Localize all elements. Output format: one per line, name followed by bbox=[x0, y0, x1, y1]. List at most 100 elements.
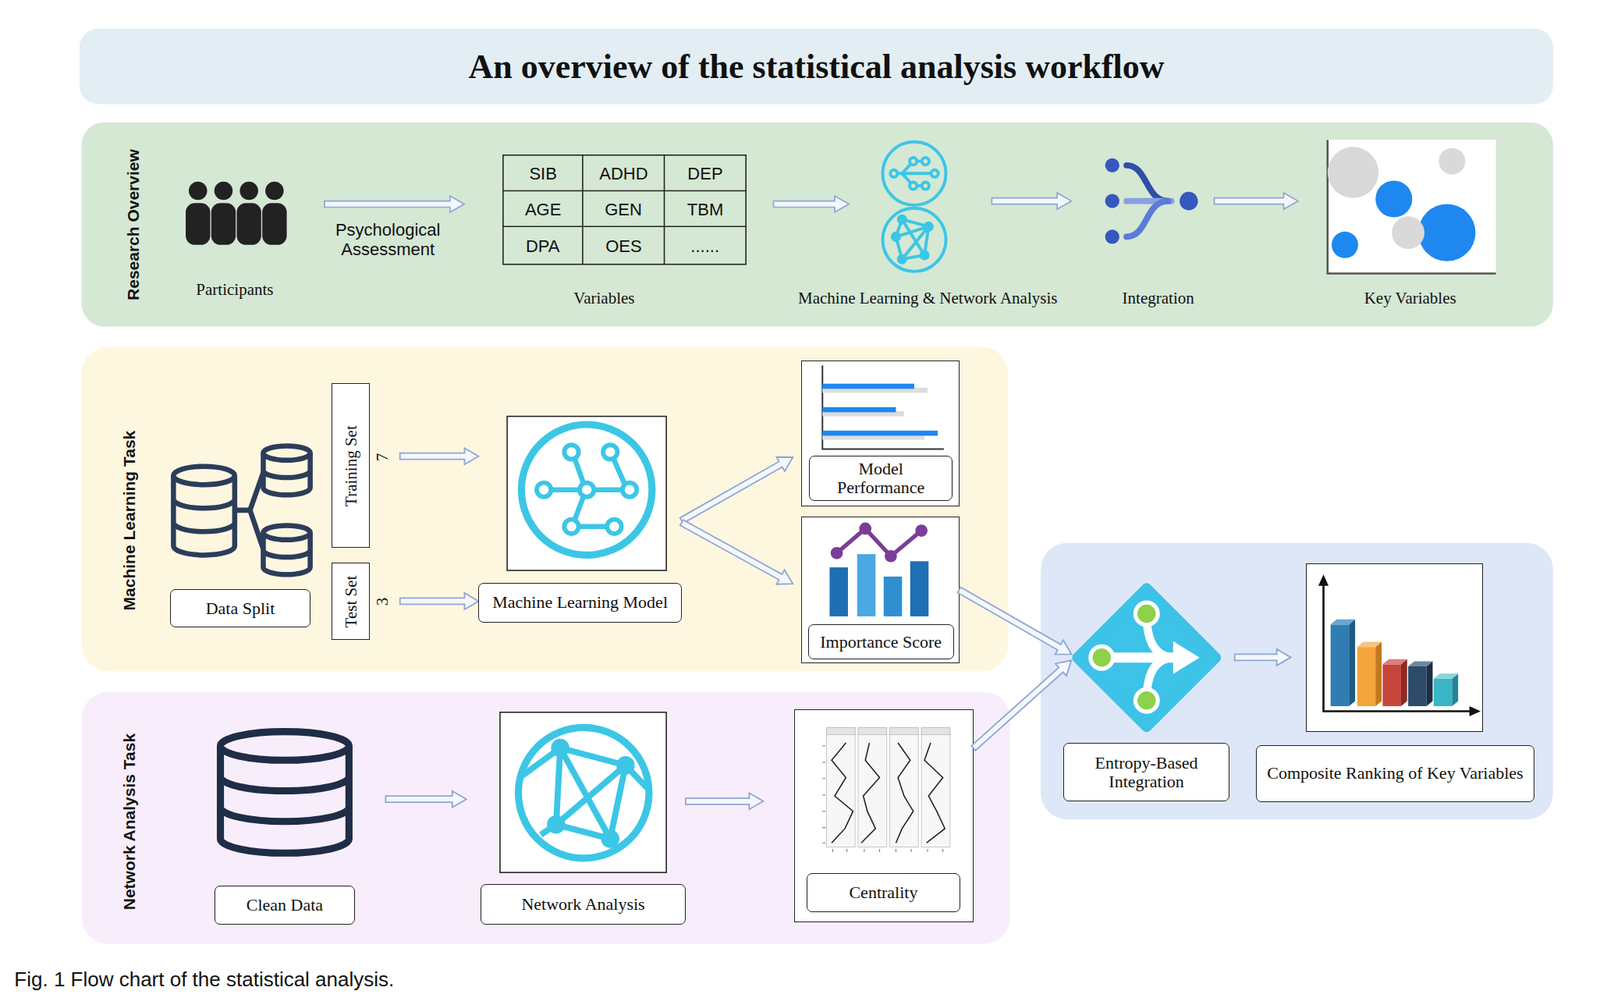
table-cell: DPA bbox=[525, 236, 561, 256]
ranking-bar-chart bbox=[1408, 666, 1427, 706]
key-variable-bubble-chart bbox=[1375, 180, 1412, 217]
split-box: Training Set7 bbox=[331, 383, 369, 549]
step-caption: Machine Learning Model bbox=[478, 582, 682, 623]
key-variable-bubble-chart bbox=[1327, 146, 1379, 198]
output-panel: Centrality bbox=[794, 709, 974, 923]
flow-arrow bbox=[680, 457, 794, 524]
network-icon bbox=[616, 755, 636, 775]
flow-arrow bbox=[1234, 649, 1292, 666]
ranking-bar-chart bbox=[1323, 581, 1474, 711]
method-icon bbox=[925, 223, 933, 231]
integration-icon bbox=[1105, 158, 1199, 245]
centrality-plot bbox=[921, 727, 951, 735]
table-cell: TBM bbox=[687, 199, 724, 220]
method-icon bbox=[892, 233, 900, 241]
network-icon bbox=[500, 712, 667, 873]
importance-chart bbox=[883, 576, 903, 617]
flow-arrow bbox=[971, 659, 1072, 750]
importance-chart bbox=[857, 553, 877, 617]
model-icon bbox=[507, 416, 667, 571]
ranking-bar-chart bbox=[1330, 624, 1350, 706]
importance-chart bbox=[829, 567, 848, 617]
centrality-plot bbox=[861, 742, 880, 843]
method-icon bbox=[921, 251, 929, 259]
model-icon bbox=[521, 424, 652, 555]
output-caption: Model Performance bbox=[808, 455, 953, 501]
integration-icon bbox=[1126, 201, 1169, 238]
task-panel: Network Analysis Task Clean Data Network A… bbox=[81, 691, 1011, 944]
network-node: Network Analysis bbox=[480, 712, 686, 925]
performance-chart bbox=[822, 407, 896, 413]
flow-arrow bbox=[680, 519, 794, 585]
figure-caption: Fig. 1 Flow chart of the statistical ana… bbox=[14, 968, 394, 992]
split-label: Training Set bbox=[341, 425, 361, 508]
network-icon bbox=[500, 712, 667, 873]
centrality-plot bbox=[794, 709, 974, 923]
participants-icon bbox=[265, 181, 284, 201]
integration-icon bbox=[1105, 229, 1120, 244]
centrality-plot bbox=[826, 727, 951, 847]
panel-background bbox=[1040, 542, 1554, 820]
method-icon bbox=[890, 170, 898, 178]
performance-chart bbox=[801, 360, 960, 507]
flow-arrow bbox=[685, 792, 763, 809]
variable-table-grid bbox=[503, 155, 746, 265]
model-icon bbox=[579, 482, 594, 497]
key-variable-bubble-chart bbox=[1418, 204, 1476, 262]
ranking-bar-chart bbox=[1433, 678, 1453, 706]
method-icon bbox=[882, 208, 946, 272]
network-icon bbox=[517, 727, 649, 858]
model-icon bbox=[606, 519, 621, 534]
data-node: Clean Data bbox=[214, 729, 356, 925]
panel-title: Network Analysis Task bbox=[120, 733, 139, 910]
data-split-icon bbox=[262, 453, 310, 496]
centrality-plot bbox=[826, 727, 951, 735]
diagram-title: An overview of the statistical analysis … bbox=[468, 47, 1164, 88]
participants-icon bbox=[185, 202, 210, 245]
data-split-icon bbox=[173, 475, 235, 555]
importance-chart bbox=[837, 528, 923, 556]
centrality-plot bbox=[831, 742, 945, 843]
network-icon bbox=[546, 815, 566, 834]
data-split-icon bbox=[234, 471, 264, 549]
icon-label: Participants bbox=[195, 280, 274, 299]
method-icon bbox=[882, 141, 946, 206]
decision-diamond bbox=[1071, 581, 1223, 734]
split-label: Test Set bbox=[341, 575, 361, 628]
integration-diamond: Entropy-Based Integration bbox=[1071, 581, 1223, 734]
centrality-plot bbox=[921, 727, 951, 847]
data-split-icon bbox=[173, 466, 235, 486]
participants-icon bbox=[236, 202, 261, 245]
flow-arrow bbox=[773, 195, 849, 213]
panel-title: Machine Learning Task bbox=[120, 430, 139, 611]
centrality-plot bbox=[826, 727, 856, 847]
table-cell: AGE bbox=[525, 199, 561, 220]
table-cell: OES bbox=[605, 236, 642, 256]
performance-chart bbox=[822, 430, 938, 437]
output-panel: Model Performance bbox=[801, 360, 960, 507]
ranking-bar-chart bbox=[1318, 574, 1329, 586]
table-cell: SIB bbox=[528, 163, 557, 184]
icon-label: Variables bbox=[573, 288, 635, 308]
panel-title: Research Overview bbox=[124, 149, 143, 301]
data-split-icon bbox=[262, 532, 310, 575]
table-cell: ADHD bbox=[599, 163, 648, 184]
ranking-bar-chart bbox=[1305, 563, 1483, 732]
flow-arrow bbox=[385, 791, 466, 808]
output-panel: Importance Score bbox=[801, 516, 960, 664]
ranking-bar-chart bbox=[1469, 705, 1481, 717]
diamond-dot bbox=[1090, 645, 1114, 669]
flow-arrow bbox=[1214, 192, 1299, 210]
ranking-bar-chart bbox=[1408, 660, 1433, 667]
output-caption: Centrality bbox=[806, 872, 960, 912]
importance-chart bbox=[915, 524, 928, 537]
icon-label: Integration bbox=[1122, 288, 1195, 308]
key-variable-bubble-chart bbox=[1331, 231, 1359, 259]
importance-chart bbox=[830, 546, 844, 560]
model-icon bbox=[536, 482, 551, 497]
model-icon bbox=[507, 416, 667, 571]
model-icon bbox=[536, 444, 637, 534]
centrality-plot bbox=[895, 742, 913, 843]
ranking-bar-chart bbox=[1330, 619, 1356, 625]
